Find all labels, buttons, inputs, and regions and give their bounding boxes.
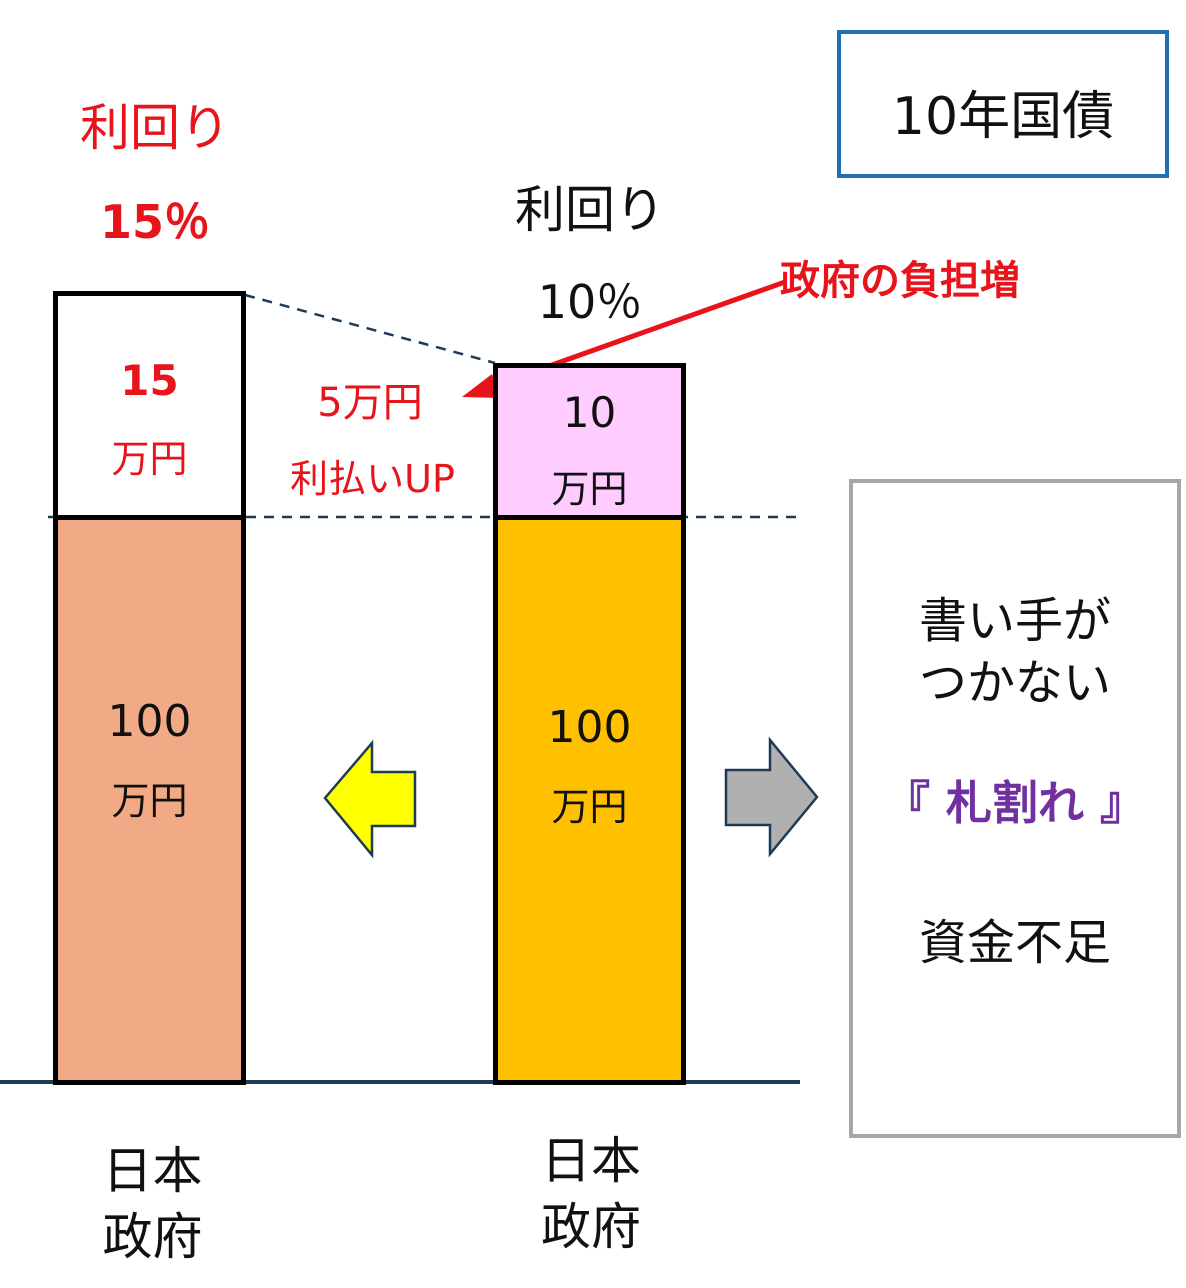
burden-arrowhead [462,374,500,398]
left-caption-line1: 日本 [102,1142,203,1200]
right-principal-unit: 万円 [551,785,628,829]
right-bar-principal-block: 100 万円 [493,515,686,1085]
right-interest-unit: 万円 [551,467,628,511]
right-bar-caption: 日本 政府 [496,1128,686,1260]
side-highlight: 『 札割れ 』 [883,776,1147,830]
left-caption-line2: 政府 [102,1208,203,1266]
left-interest-amount: 15 [120,356,179,405]
right-bar-interest-block: 10 万円 [493,363,686,520]
left-principal-unit: 万円 [111,779,188,823]
interest-increase: 5万円 [317,380,423,426]
side-box: 書い手が つかない 『 札割れ 』 資金不足 [849,479,1181,1138]
title-box: 10年国債 [837,30,1169,178]
yield-dashed-slant [244,293,496,365]
left-yield-label: 利回り [80,99,230,157]
right-caption-line2: 政府 [541,1198,641,1256]
side-line3: 資金不足 [918,915,1111,971]
left-bar-interest-block: 15 万円 [53,291,246,520]
left-arrow-icon [323,739,417,859]
right-yield-label: 利回り [515,181,665,239]
right-caption-line1: 日本 [541,1132,641,1190]
right-arrow-icon [724,736,819,858]
side-line2: つかない [918,655,1111,711]
interest-increase-note: 利払いUP [290,457,455,501]
right-interest-amount: 10 [562,388,617,437]
side-line1: 書い手が [918,593,1111,649]
burden-callout: 政府の負担増 [780,258,1020,304]
left-principal-amount: 100 [107,696,192,747]
left-yield-value: 15％ [99,195,210,249]
left-bar-principal-block: 100 万円 [53,515,246,1085]
left-bar-caption: 日本 政府 [60,1138,245,1270]
right-principal-amount: 100 [547,702,632,753]
title-text: 10年国債 [891,87,1115,147]
left-interest-unit: 万円 [111,437,188,481]
right-yield-value: 10％ [537,275,643,329]
